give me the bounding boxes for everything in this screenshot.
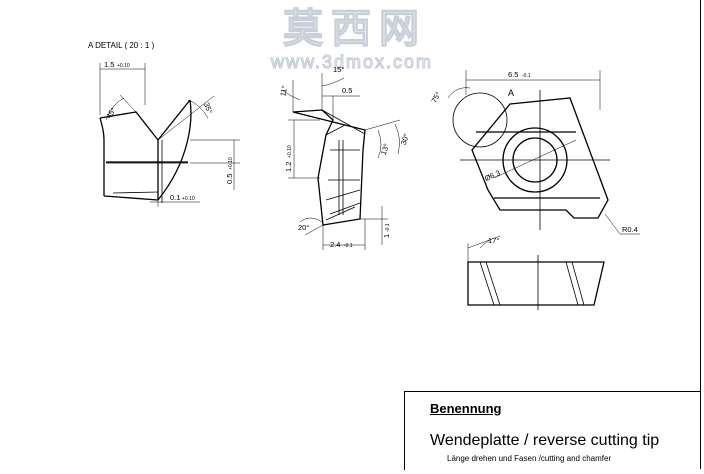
drawing-title: Wendeplatte / reverse cutting tip [430,432,660,449]
dim-angle-75: 75° [429,90,442,104]
dim-angle-17: 17° [488,236,499,245]
watermark-chinese: 莫西网 [283,7,427,51]
dim-top-05: 0.5 [342,86,352,95]
dim-radius: R0.4 [622,225,638,234]
drawing-subtitle: Länge drehen und Fasen /cutting and cham… [447,454,612,463]
dim-thickness-24-tol: -0.1 [344,243,353,249]
dim-height-05: 0.5 [225,174,234,184]
dim-small-1-tol: -0.1 [385,223,391,232]
dim-angle-35: 35° [202,101,214,115]
title-block: Benennung Wendeplatte / reverse cutting … [404,391,701,470]
dim-hole-diameter: Ø6.3 [483,168,502,183]
dim-height-12-tol: +0.10 [287,145,293,158]
dim-height-12: 1.2 [284,162,293,172]
dim-length-65: 6.5 [508,70,518,79]
watermark: 莫西网 www.3dmox.com [269,6,433,72]
view-label-a: A [508,88,514,98]
dim-width-01: 0.1 [170,193,180,202]
dim-angle-30: 30° [399,132,411,146]
dim-angle-20: 20° [298,223,309,232]
dim-thickness-24: 2.4 [330,240,340,249]
detail-label: A DETAIL ( 20 : 1 ) [88,41,155,50]
title-block-label: Benennung [430,401,502,416]
frame-border [700,0,701,469]
dim-detail-width-tol: +0.10 [117,63,130,69]
detail-a-view: A DETAIL ( 20 : 1 ) 1.5 +0.10 45° 35° 0.… [88,41,240,207]
watermark-url: www.3dmox.com [270,52,433,72]
dim-angle-11: 11° [278,85,289,97]
dim-angle-45: 45° [104,106,118,120]
dim-angle-15: 15° [333,65,344,74]
dim-width-01-tol: +0.10 [182,196,195,202]
dim-small-1: 1 [382,234,391,238]
dim-length-65-tol: -0.1 [522,73,531,79]
dim-angle-13: 13° [379,142,391,156]
dim-height-05-tol: +0.10 [228,157,234,170]
side-view: 15° 11° 0.5 1.2 +0.10 13° 30° 20° 2.4 -0… [278,65,411,250]
front-view: 17° [467,235,605,310]
dim-detail-width: 1.5 [104,60,114,69]
top-view: 6.5 -0.1 Ø6.3 A 75° R0.4 [429,70,640,235]
